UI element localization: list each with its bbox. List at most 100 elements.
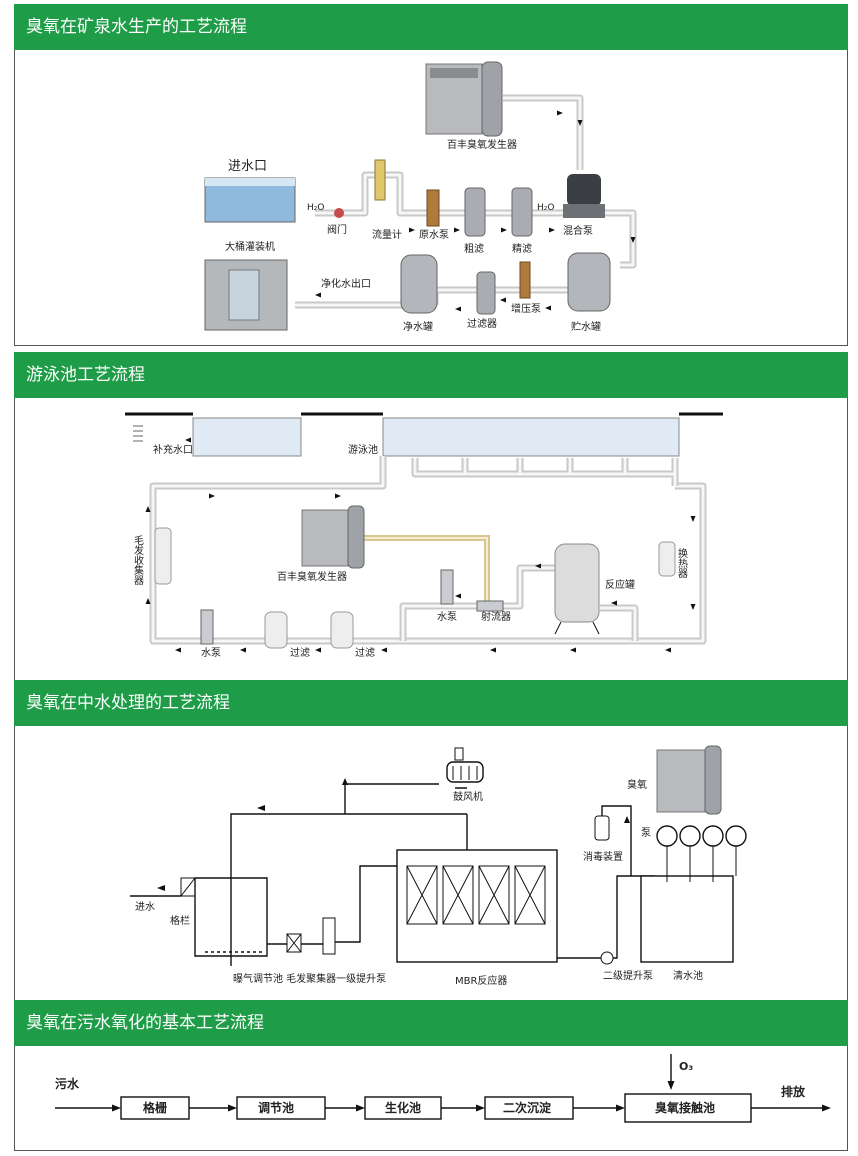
- disinfect-icon: [594, 815, 610, 841]
- section-title-reclaimed: 臭氧在中水处理的工艺流程: [14, 680, 848, 726]
- sewage-step-3: 生化池: [364, 1096, 442, 1120]
- blower-icon: [446, 747, 484, 783]
- sewage-flow-svg: 污水 格栅 调节池 生化池 二次沉淀: [55, 1054, 831, 1123]
- label-filter-b: 过滤: [355, 646, 375, 659]
- lift-pump-1-icon: [322, 917, 336, 955]
- ozone-generator-machine: 百丰臭氧发生器: [425, 61, 517, 151]
- filter-a-icon: [264, 611, 288, 649]
- lift-pump-2-icon: [600, 951, 614, 965]
- label-pump-b: 水泵: [201, 647, 221, 659]
- heat-exchanger-icon: [658, 541, 676, 577]
- pure-tank-icon: 净水罐: [400, 254, 438, 333]
- label-makeup-inlet: 补充水口: [153, 443, 193, 456]
- reactor-tank-icon: [554, 543, 600, 635]
- label-mbr: MBR反应器: [455, 974, 507, 987]
- section-title-sewage: 臭氧在污水氧化的基本工艺流程: [14, 1000, 848, 1046]
- aeration-tank: [194, 877, 268, 957]
- pump-a-icon: [440, 569, 454, 605]
- pool-flow-arrows: [145, 437, 696, 653]
- bucket-filler-machine: 大桶灌装机: [204, 240, 288, 331]
- sewage-diagram: 污水 格栅 调节池 生化池 二次沉淀: [14, 1046, 848, 1151]
- label-filter-a: 过滤: [290, 646, 310, 659]
- reclaimed-arrows: [257, 778, 630, 823]
- raw-pump-icon: [426, 189, 440, 227]
- fine-filter-icon: [511, 187, 533, 237]
- label-clear-pool: 清水池: [673, 969, 703, 982]
- svg-text:调节池: 调节池: [258, 1100, 294, 1115]
- label-pump-a: 水泵: [437, 611, 457, 623]
- booster-pump-icon: [519, 261, 531, 299]
- sewage-step-5: 臭氧接触池: [624, 1093, 752, 1123]
- mineral-flow-svg: 百丰臭氧发生器 进水口 H₂O 阀门 流量计 原水泵 粗滤 精滤 H₂O: [204, 61, 637, 333]
- valve-icon: [334, 208, 344, 218]
- sewage-step-2: 调节池: [236, 1096, 326, 1120]
- label-flowmeter: 流量计: [372, 228, 402, 241]
- label-discharge: 排放: [781, 1084, 806, 1099]
- pool-flow-svg: 补充水口 游泳池 毛发收集器 百丰臭氧发生器: [125, 412, 723, 659]
- mix-pump-icon: [563, 174, 605, 218]
- svg-text:生化池: 生化池: [385, 1100, 421, 1115]
- filter-b-icon: [330, 611, 354, 649]
- label-valve: 阀门: [327, 223, 347, 236]
- section-sewage: 臭氧在污水氧化的基本工艺流程 污水 格栅 调节池 生化池: [14, 1000, 848, 1151]
- label-booster: 增压泵: [511, 302, 541, 315]
- ejector-icon: [476, 600, 504, 612]
- sewage-step-1: 格栅: [120, 1096, 190, 1120]
- label-mix-pump: 混合泵: [563, 224, 593, 237]
- label-reactor: 反应罐: [605, 578, 635, 591]
- label-pool: 游泳池: [348, 443, 378, 456]
- label-ozone-generator: 百丰臭氧发生器: [447, 138, 517, 151]
- label-blower: 鼓风机: [453, 790, 483, 803]
- flowmeter-icon: [374, 159, 386, 201]
- label-h2o-a: H₂O: [307, 203, 324, 213]
- section-reclaimed-water: 臭氧在中水处理的工艺流程 鼓风机 进水 格栏: [14, 680, 848, 1001]
- label-fine: 精滤: [512, 242, 532, 255]
- label-filter: 过滤器: [467, 317, 497, 330]
- sewage-step-4: 二次沉淀: [484, 1096, 574, 1120]
- label-inlet: 进水口: [228, 159, 267, 174]
- label-ejector: 射流器: [481, 610, 511, 623]
- svg-text:格栅: 格栅: [143, 1100, 167, 1115]
- svg-text:臭氧接触池: 臭氧接触池: [655, 1100, 715, 1115]
- label-grille: 格栏: [170, 914, 190, 927]
- reclaimed-flow-svg: 鼓风机 进水 格栏 曝气调节池 毛发聚集器一级提升泵: [130, 745, 747, 987]
- pool-ozone-generator-machine: 百丰臭氧发生器: [277, 505, 365, 583]
- svg-text:二次沉淀: 二次沉淀: [503, 1100, 552, 1115]
- hair-collector-icon: [154, 527, 172, 585]
- label-lift2: 二级提升泵: [603, 970, 653, 982]
- label-h2o-b: H₂O: [537, 203, 554, 213]
- label-storage-tank: 贮水罐: [571, 320, 601, 333]
- label-inlet: 进水: [135, 901, 155, 913]
- label-pump: 泵: [641, 827, 651, 839]
- ozone-pump-circles: [656, 825, 747, 882]
- label-ozone: 臭氧: [627, 778, 647, 791]
- section-title-pool: 游泳池工艺流程: [14, 352, 848, 398]
- pump-b-icon: [200, 609, 214, 645]
- label-o3: O₃: [679, 1060, 693, 1073]
- label-disinfect: 消毒装置: [583, 850, 623, 863]
- label-sewage-inlet: 污水: [55, 1076, 80, 1091]
- clear-pool: [640, 875, 734, 963]
- filter-icon: [476, 271, 496, 315]
- label-bottom-group: 曝气调节池 毛发聚集器一级提升泵: [233, 972, 386, 985]
- label-heat-exchanger: 换热器: [676, 547, 688, 579]
- label-coarse: 粗滤: [464, 242, 484, 255]
- section-title-mineral: 臭氧在矿泉水生产的工艺流程: [14, 4, 848, 50]
- pool-pipes: [149, 456, 707, 645]
- label-pure-outlet: 净化水出口: [321, 277, 371, 290]
- label-bucket-filler: 大桶灌装机: [225, 240, 275, 253]
- section-swimming-pool: 游泳池工艺流程 补充水口 游泳池: [14, 352, 848, 681]
- coarse-filter-icon: [464, 187, 486, 237]
- label-pool-ozone-generator: 百丰臭氧发生器: [277, 570, 347, 583]
- mbr-modules: [406, 865, 546, 925]
- mineral-flow-arrows: [315, 110, 636, 312]
- reclaimed-ozone-generator: [656, 745, 722, 815]
- inlet-tank: 进水口: [204, 159, 296, 223]
- label-raw-pump: 原水泵: [419, 229, 449, 241]
- label-pure-tank: 净水罐: [403, 320, 433, 333]
- storage-tank-icon: 贮水罐: [567, 252, 611, 333]
- label-hair-collector: 毛发收集器: [132, 535, 144, 586]
- reclaimed-diagram: 鼓风机 进水 格栏 曝气调节池 毛发聚集器一级提升泵: [14, 726, 848, 1001]
- section-mineral-water: 臭氧在矿泉水生产的工艺流程 百丰臭氧发生器: [14, 0, 848, 346]
- pool-structure: [125, 412, 723, 457]
